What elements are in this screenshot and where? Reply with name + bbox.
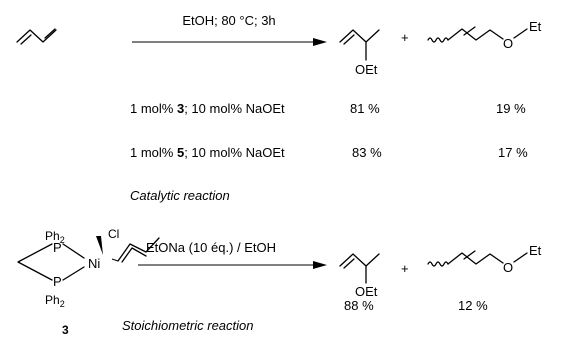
- linear-et-label: Et: [529, 19, 542, 34]
- stoichiometric-caption: Stoichiometric reaction: [122, 318, 254, 333]
- catalytic-conditions: EtOH; 80 °C; 3h: [182, 13, 275, 28]
- complex-number-label: 3: [62, 323, 69, 337]
- row1-linear-yield: 19 %: [496, 101, 526, 116]
- ph2-top-label: Ph2: [45, 229, 65, 245]
- row2-branched-yield: 83 %: [352, 145, 382, 160]
- nickel-label: Ni: [88, 256, 100, 271]
- stoichiometric-conditions: EtONa (10 éq.) / EtOH: [146, 240, 276, 255]
- stoichiometric-linear-yield: 12 %: [458, 298, 488, 313]
- linear-o-label: O: [503, 36, 513, 51]
- linear-o-label-2: O: [503, 260, 513, 275]
- row1-branched-yield: 81 %: [350, 101, 380, 116]
- branched-oet-label-2: OEt: [355, 284, 378, 299]
- branched-ether-structure: [339, 29, 380, 61]
- branched-ether-structure-2: [339, 253, 380, 284]
- ph2-bottom-label: Ph2: [45, 293, 65, 309]
- row2-conditions: 1 mol% 5; 10 mol% NaOEt: [130, 145, 285, 160]
- catalytic-caption: Catalytic reaction: [130, 188, 230, 203]
- plus-sign: +: [401, 30, 409, 45]
- stoichiometric-reaction-arrow: [138, 261, 327, 269]
- row2-linear-yield: 17 %: [498, 145, 528, 160]
- butadiene-structure: [16, 28, 57, 45]
- linear-ether-structure: [427, 26, 528, 43]
- linear-ether-structure-2: [427, 250, 528, 267]
- linear-et-label-2: Et: [529, 243, 542, 258]
- phosphorus-bottom-label: P: [53, 274, 62, 289]
- nickel-complex-structure: [17, 236, 160, 281]
- stoichiometric-branched-yield: 88 %: [344, 298, 374, 313]
- row1-conditions: 1 mol% 3; 10 mol% NaOEt: [130, 101, 285, 116]
- catalytic-reaction-arrow: [132, 38, 327, 46]
- phosphorus-top-label: P: [53, 240, 62, 255]
- plus-sign-2: +: [401, 261, 409, 276]
- chloride-label: Cl: [108, 227, 119, 241]
- branched-oet-label: OEt: [355, 62, 378, 77]
